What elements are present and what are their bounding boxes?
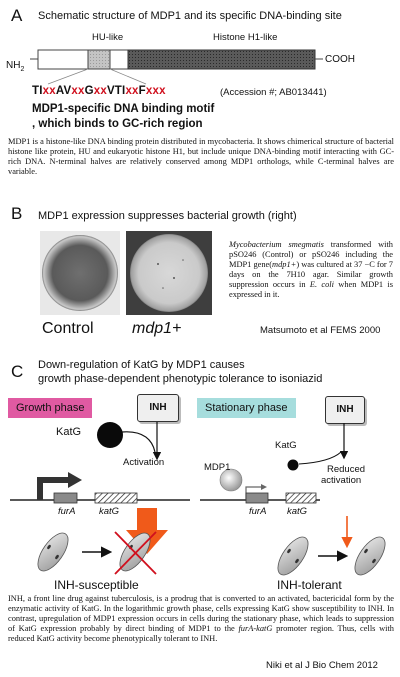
hu-like-domain [87,49,111,70]
growth-phase-label: Growth phase [8,398,93,418]
motif-caption-line1: MDP1-specific DNA binding motif [32,103,215,115]
section-a-paragraph: MDP1 is a histone-like DNA binding prote… [8,137,394,177]
species-name: Mycobacterium smegmatis [229,240,324,249]
activation-label-right: activation [321,475,362,486]
mdp1-plate [130,234,208,312]
n-terminal-segment [37,49,89,70]
katg-ball-right [287,459,299,471]
activation-label: Activation [123,457,165,468]
katg-gene-right [285,492,317,504]
section-c-paragraph: INH, a front line drug against tuberculo… [8,594,394,644]
mdp1-label: MDP1 [204,462,231,473]
section-c-title-line2: growth phase-dependent phenotypic tolera… [38,373,323,385]
katg-label-left: KatG [56,426,82,438]
motif-pointer-right [109,68,147,85]
fura-label-left: furA [58,506,76,517]
motif-residue-7: VT [106,85,123,97]
inh-susceptible-label: INH-susceptible [54,578,139,592]
section-c-letter: C [11,362,24,381]
section-b-citation: Matsumoto et al FEMS 2000 [260,325,381,336]
mdp1-ball [219,468,243,492]
motif-residue-6: xx [93,85,107,97]
control-label: Control [42,320,94,337]
section-c-title-line1: Down-regulation of KatG by MDP1 causes [38,359,245,371]
histone-h1-label: Histone H1-like [213,32,278,43]
motif-caption-line2: , which binds to GC-rich region [32,118,203,130]
big-orange-arrow [126,508,168,554]
hu-white-segment [109,49,129,70]
katg-gene-label-right: katG [287,506,308,517]
histone-h1-domain [127,49,316,70]
stationary-phase-label: Stationary phase [197,398,296,418]
dna-binding-motif-sequence: TIxxAVxxGxxVTIxxFxxx [32,85,166,97]
accession-number: (Accession #; AB013441) [220,87,327,98]
motif-residue-10: F [138,85,146,97]
inh-box-right: INH [325,396,365,424]
section-b-description: Mycobacterium smegmatis transformed with… [229,240,393,300]
motif-residue-5: G [84,85,94,97]
motif-residue-2: xx [42,85,56,97]
section-a-title: Schematic structure of MDP1 and its spec… [38,10,342,22]
control-plate [42,235,118,311]
motif-residue-4: xx [71,85,85,97]
plate-photos [40,231,212,315]
fura-gene-right [245,492,269,504]
inh-tolerant-label: INH-tolerant [277,578,342,592]
bacterium-right-1 [277,536,309,576]
hu-like-label: HU-like [92,32,124,43]
katg-gene-label-left: katG [99,506,120,517]
motif-residue-8: I [122,85,126,97]
motif-residue-0: T [32,85,40,97]
bacterium-left-killed [114,531,157,575]
motif-pointer-left [47,68,89,85]
fura-label-right: furA [249,506,267,517]
katg-activation-curve [121,431,156,453]
section-c-citation: Niki et al J Bio Chem 2012 [266,660,378,671]
reduced-label: Reduced [327,464,366,475]
katg-gene-left [94,492,138,504]
motif-residue-1: I [39,85,43,97]
bacterium-right-2 [354,536,386,576]
mdp1-domain-diagram [30,49,323,85]
fura-gene-left [53,492,78,504]
katg-label-right: KatG [275,440,297,451]
inh-box-left: INH [137,394,179,422]
section-b-title: MDP1 expression suppresses bacterial gro… [38,210,297,222]
motif-residue-11: xxx [145,85,166,97]
cooh-label: COOH [325,54,355,65]
mdp1-plus-label: mdp1+ [132,320,182,337]
nh2-label: NH2 [6,60,25,73]
motif-residue-3: AV [55,85,72,97]
motif-residue-9: xx [125,85,139,97]
bacterium-left-1 [37,532,69,572]
promoter-arrow-left [37,477,70,500]
section-b-letter: B [11,204,23,223]
katg-ball-left [97,422,123,448]
mechanism-diagram [10,422,386,576]
section-a-letter: A [11,6,23,25]
katg-reduced-curve [298,451,342,465]
